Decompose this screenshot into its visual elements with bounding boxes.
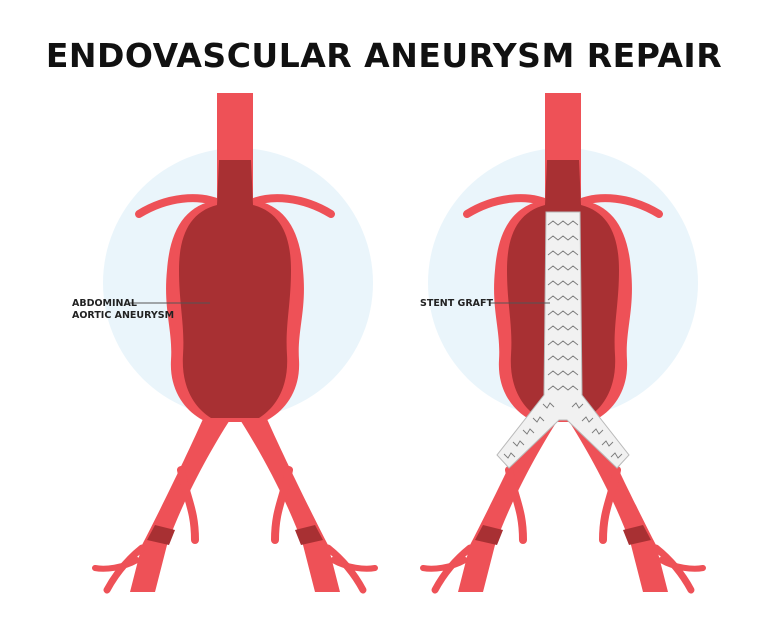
stent-graft-label: STENT GRAFT [420,298,493,309]
diagram-title: ENDOVASCULAR ANEURYSM REPAIR [45,36,723,75]
aneurysm-label: ABDOMINAL AORTIC ANEURYSM [72,298,174,322]
aneurysm-label-line1: ABDOMINAL [72,298,137,309]
stent-wire-pattern [503,220,623,459]
aneurysm-label-line2: AORTIC ANEURYSM [72,310,175,321]
repaired-vessel [423,93,703,592]
stent-graft [496,211,630,469]
